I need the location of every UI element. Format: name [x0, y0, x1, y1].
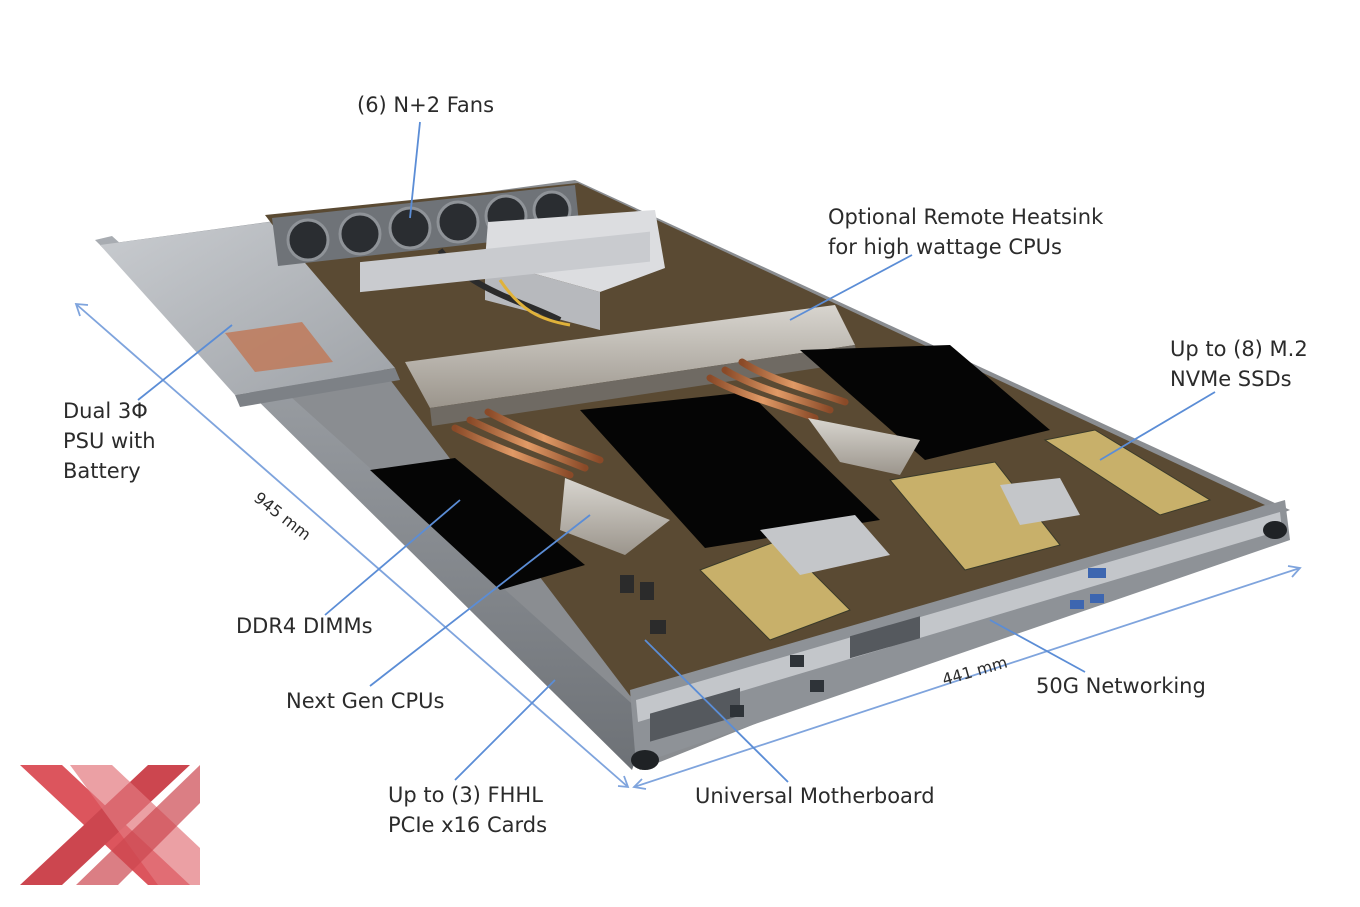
chip-icon — [650, 620, 666, 634]
dimension-arrows — [74, 302, 1302, 790]
rj45-port-icon — [790, 655, 804, 667]
arrowhead-icon — [617, 775, 630, 789]
psu-label-line-2: PSU with — [63, 429, 156, 453]
arrowhead-icon — [74, 302, 89, 317]
heatsink-label: Optional Remote Heatsink for high wattag… — [828, 202, 1103, 262]
leader-networking — [989, 619, 1086, 673]
arrowhead-icon — [632, 778, 647, 790]
ssd-label-line-2: NVMe SSDs — [1170, 367, 1292, 391]
usb-port-icon — [1090, 594, 1104, 603]
leader-ssd — [1099, 391, 1216, 461]
leader-dimm — [324, 499, 461, 616]
rj45-port-icon — [810, 680, 824, 692]
dimm-label: DDR4 DIMMs — [236, 611, 373, 641]
cpu-label: Next Gen CPUs — [286, 686, 444, 716]
arrowhead-icon — [1287, 565, 1302, 578]
leader-lines — [137, 121, 1216, 783]
hardwareluxx-logo-icon — [20, 765, 200, 885]
width-dimension-line — [633, 567, 1301, 788]
cpu-socket-area — [370, 345, 1050, 590]
psu-label-line-1: Dual 3Φ — [63, 399, 148, 423]
leader-cpu — [369, 514, 591, 687]
pcie-label: Up to (3) FHHL PCIe x16 Cards — [388, 780, 547, 840]
psu-cover — [100, 222, 400, 407]
length-dimension-line — [75, 303, 629, 788]
cpu-label-line: Next Gen CPUs — [286, 689, 445, 713]
fan-bay — [272, 185, 665, 330]
psu-label: Dual 3Φ PSU with Battery — [63, 396, 156, 486]
leader-pcie — [454, 679, 556, 781]
networking-label-line: 50G Networking — [1036, 674, 1206, 698]
rj45-port-icon — [730, 705, 744, 717]
motherboard-label: Universal Motherboard — [695, 781, 935, 811]
vga-port-icon — [1088, 568, 1106, 578]
ssd-label-line-1: Up to (8) M.2 — [1170, 337, 1308, 361]
leader-motherboard — [644, 639, 789, 783]
pcie-label-line-2: PCIe x16 Cards — [388, 813, 548, 837]
leader-fans — [409, 121, 421, 219]
psu-label-line-3: Battery — [63, 459, 141, 483]
dimm-label-line: DDR4 DIMMs — [236, 614, 373, 638]
ssd-label: Up to (8) M.2 NVMe SSDs — [1170, 334, 1308, 394]
capacitor-icon — [640, 582, 654, 600]
heat-pipes — [451, 358, 849, 479]
leader-heatsink — [789, 254, 913, 321]
cpu-cold-plate — [560, 418, 920, 555]
chipset-heatsink — [760, 478, 1080, 575]
motherboard-label-line: Universal Motherboard — [695, 784, 935, 808]
fans-label: (6) N+2 Fans — [357, 90, 494, 120]
fans-label-line: (6) N+2 Fans — [357, 93, 495, 117]
leader-psu — [137, 324, 233, 401]
capacitor-icon — [620, 575, 634, 593]
pcie-label-line-1: Up to (3) FHHL — [388, 783, 543, 807]
networking-label: 50G Networking — [1036, 671, 1206, 701]
heatsink-label-line-1: Optional Remote Heatsink — [828, 205, 1104, 229]
heatsink-label-line-2: for high wattage CPUs — [828, 235, 1062, 259]
dimm-slots — [699, 429, 1212, 641]
usb-port-icon — [1070, 600, 1084, 609]
